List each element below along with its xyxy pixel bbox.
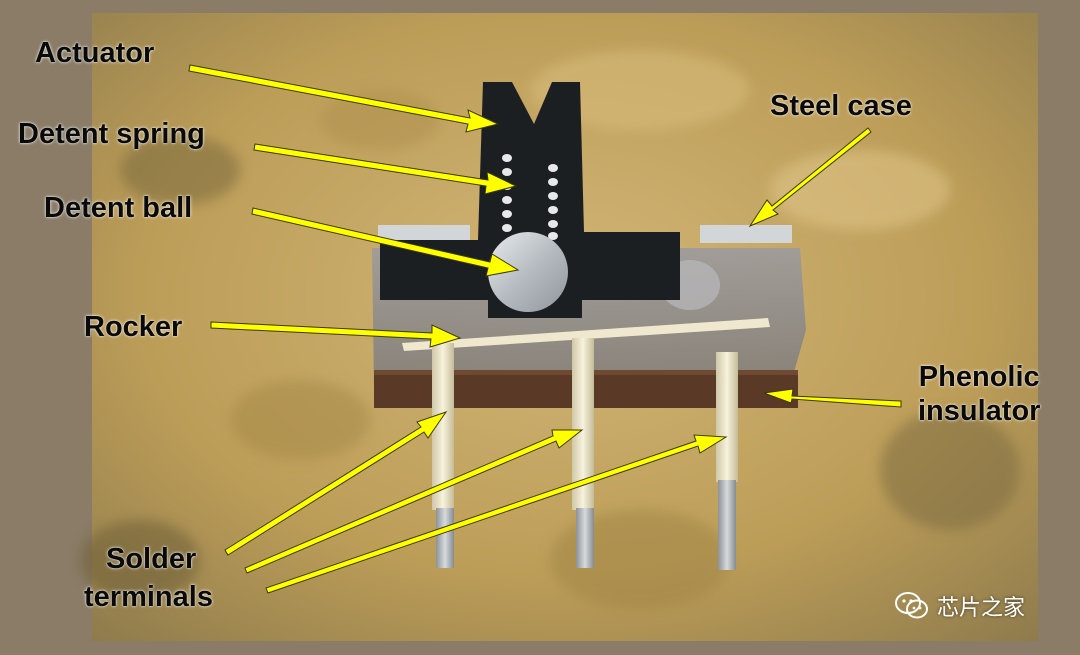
label-phenolic-insulator-line-2: insulator [918,395,1041,427]
label-detent-spring: Detent spring [18,118,205,150]
label-arrows [188,64,902,594]
arrow-steel-case [748,127,872,228]
label-phenolic-insulator-line-1: Phenolic [918,361,1040,393]
arrow-detent-ball [251,207,520,277]
steel-case-right [700,225,792,243]
label-solder-terminals: Solder terminals [84,540,213,616]
label-detent-ball: Detent ball [44,192,193,224]
label-actuator: Actuator [35,37,155,69]
rocker-bar [402,318,770,351]
arrow-actuator [188,64,500,133]
arrow-rocker [210,321,462,348]
label-steel-case: Steel case [770,90,912,122]
detent-ball [488,232,568,312]
label-solder-terminals-line-2: terminals [84,581,213,613]
arrow-detent-spring [253,143,518,195]
arrow-solder-1 [224,411,448,556]
background-mottling [80,50,1020,610]
solder-terminals [432,338,738,570]
label-rocker: Rocker [84,311,183,343]
arrow-solder-2 [244,429,584,574]
watermark: 芯片之家 [895,588,1025,624]
arrow-solder-3 [265,434,728,594]
detent-spring [502,154,558,240]
wechat-icon [895,592,928,619]
watermark-text: 芯片之家 [937,596,1026,621]
label-solder-terminals-line-1: Solder [106,543,197,575]
label-phenolic-insulator: Phenolic insulator [918,360,1040,428]
steel-case-left [378,225,470,243]
arrow-phenolic-insulator [763,388,902,408]
